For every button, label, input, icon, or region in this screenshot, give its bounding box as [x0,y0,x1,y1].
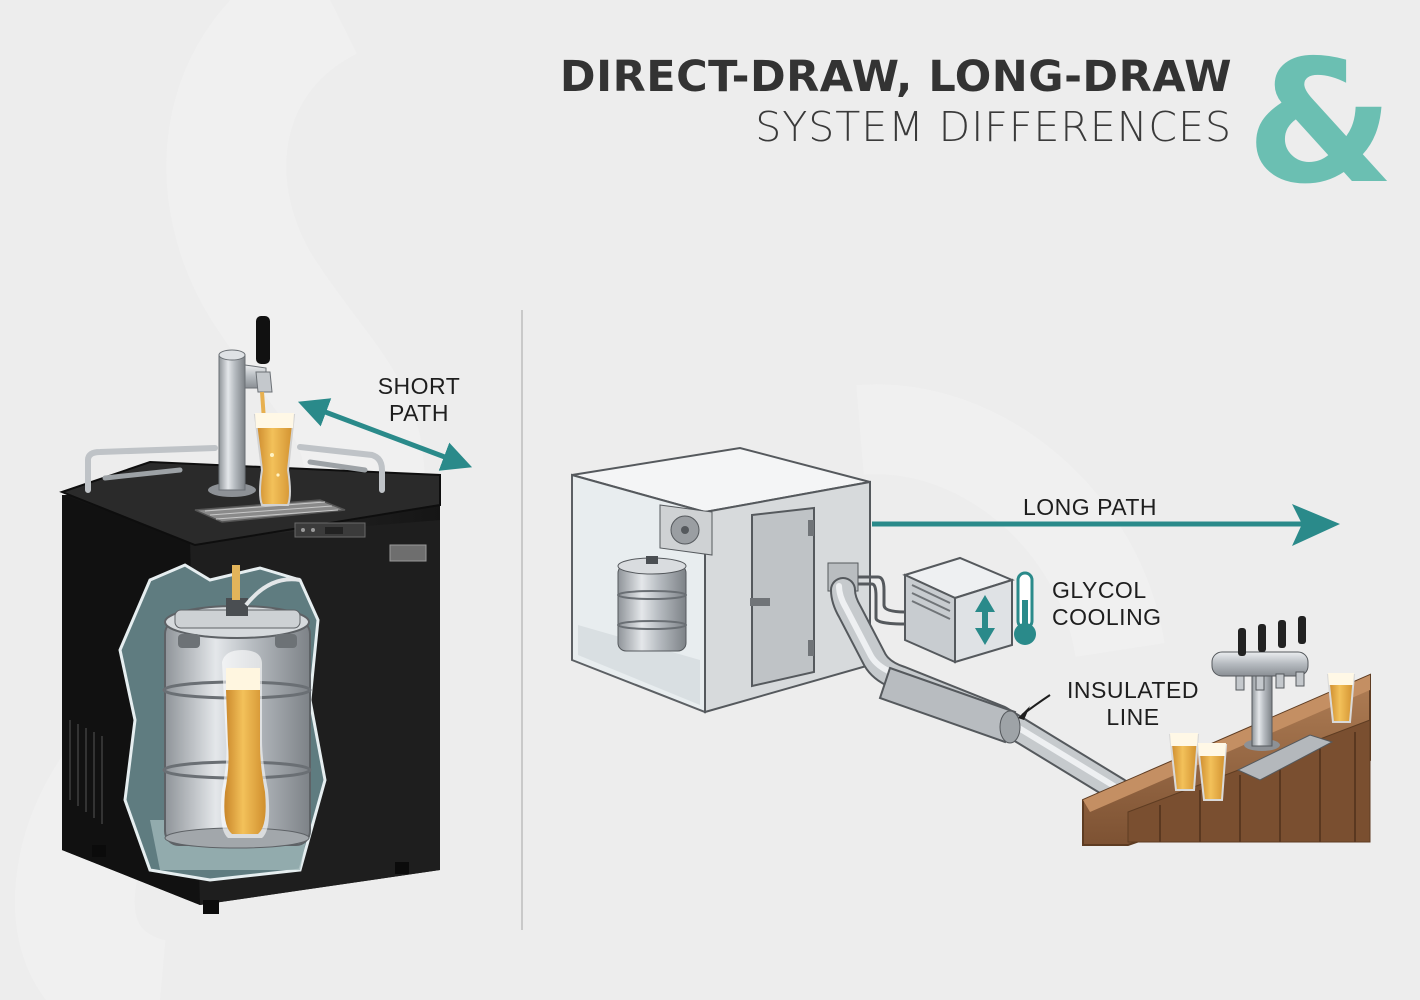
insulated-line-label: INSULATED LINE [1067,677,1199,730]
tap-handle [256,316,270,364]
keg-inside-cooler [617,556,687,652]
t-tap-tower [1211,616,1309,751]
insulated-trunk-line [830,577,1131,803]
up-down-arrow-icon [975,595,995,645]
side-vent [69,720,103,824]
kegerator-top [59,460,441,547]
kegerator [59,316,441,914]
keg-inside-kegerator [162,565,312,849]
page-title: DIRECT-DRAW, LONG-DRAW [559,52,1232,102]
ampersand-logo: & [1246,24,1395,222]
glycol-cooling-label: GLYCOL COOLING [1052,577,1162,630]
bar-counter [1082,673,1371,846]
short-path-arrow [297,398,473,471]
walk-in-cooler [571,446,871,714]
page-subtitle: SYSTEM DIFFERENCES [755,103,1232,151]
beer-glasses-on-bar [1168,673,1356,801]
glycol-chiller [902,556,1015,664]
beer-glass-on-tray [253,413,296,506]
tap-tower [208,316,273,497]
guard-rail-left [85,445,218,493]
cooler-door [751,506,815,688]
short-path-label: SHORT PATH [377,373,461,426]
brand-badge [389,544,427,562]
title-block: DIRECT-DRAW, LONG-DRAW SYSTEM DIFFERENCE… [560,52,1232,152]
thermometer-icon [1014,571,1036,645]
tap-handles [1238,616,1306,656]
long-path-label: LONG PATH [1023,494,1157,520]
